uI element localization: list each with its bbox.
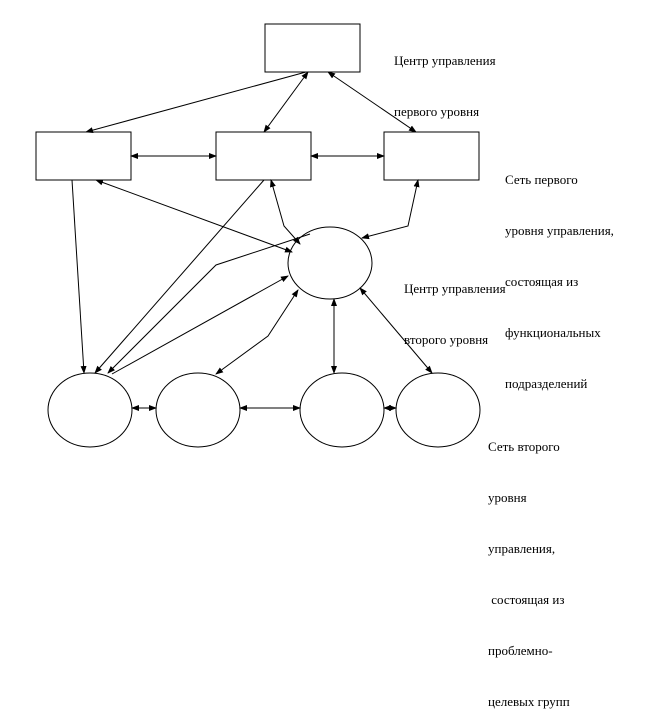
connector-middle-unit-center2 bbox=[270, 179, 301, 245]
connector-left-unit-group1 bbox=[71, 179, 87, 374]
network-level1-label: Сеть первого уровня управления, состояща… bbox=[505, 137, 614, 409]
network-level2-label: Сеть второго уровня управления, состояща… bbox=[488, 404, 570, 727]
network-level2-label-line: проблемно- bbox=[488, 643, 553, 658]
func-unit-box-middle bbox=[215, 131, 312, 181]
network-level1-label-line: уровня управления, bbox=[505, 223, 614, 238]
connector-center1-right-unit bbox=[327, 71, 417, 133]
network-level1-label-line: Сеть первого bbox=[505, 172, 578, 187]
connector-center1-to-left-unit bbox=[85, 71, 307, 134]
connector-left-unit-center2 bbox=[95, 179, 293, 253]
network-level1-label-line: состоящая из bbox=[505, 274, 579, 289]
network-level2-label-line: уровня bbox=[488, 490, 527, 505]
connector-middle-unit-group1 bbox=[94, 179, 265, 374]
group-ellipse-4 bbox=[395, 372, 481, 448]
group-ellipse-1 bbox=[47, 372, 133, 448]
network-level2-label-line: управления, bbox=[488, 541, 556, 556]
center-level2-label: Центр управления второго уровня bbox=[404, 246, 506, 365]
group-ellipse-3 bbox=[299, 372, 385, 448]
group-ellipse-2 bbox=[155, 372, 241, 448]
network-level1-label-line: подразделений bbox=[505, 376, 588, 391]
connector-center1-middle-unit bbox=[263, 71, 309, 133]
connector-center2-group1-b bbox=[111, 275, 289, 375]
network-level1-label-line: функциональных bbox=[505, 325, 601, 340]
connector-center2-group4 bbox=[359, 287, 433, 374]
center-level1-label: Центр управления первого уровня bbox=[394, 18, 496, 137]
connector-right-unit-center2 bbox=[361, 179, 420, 240]
connector-center2-group1-a bbox=[107, 233, 311, 374]
network-level2-label-line: Сеть второго bbox=[488, 439, 560, 454]
org-structure-diagram bbox=[35, 23, 481, 448]
center-level1-box bbox=[264, 23, 361, 73]
center-level2-label-line: Центр управления bbox=[404, 281, 506, 296]
center-level2-ellipse bbox=[287, 226, 373, 300]
network-level2-label-line: целевых групп bbox=[488, 694, 570, 709]
center-level1-label-line: первого уровня bbox=[394, 104, 480, 119]
center-level2-label-line: второго уровня bbox=[404, 332, 489, 347]
network-level2-label-line: состоящая из bbox=[488, 592, 565, 607]
connector-center2-group2 bbox=[215, 289, 299, 375]
func-unit-box-left bbox=[35, 131, 132, 181]
center-level1-label-line: Центр управления bbox=[394, 53, 496, 68]
func-unit-box-right bbox=[383, 131, 480, 181]
